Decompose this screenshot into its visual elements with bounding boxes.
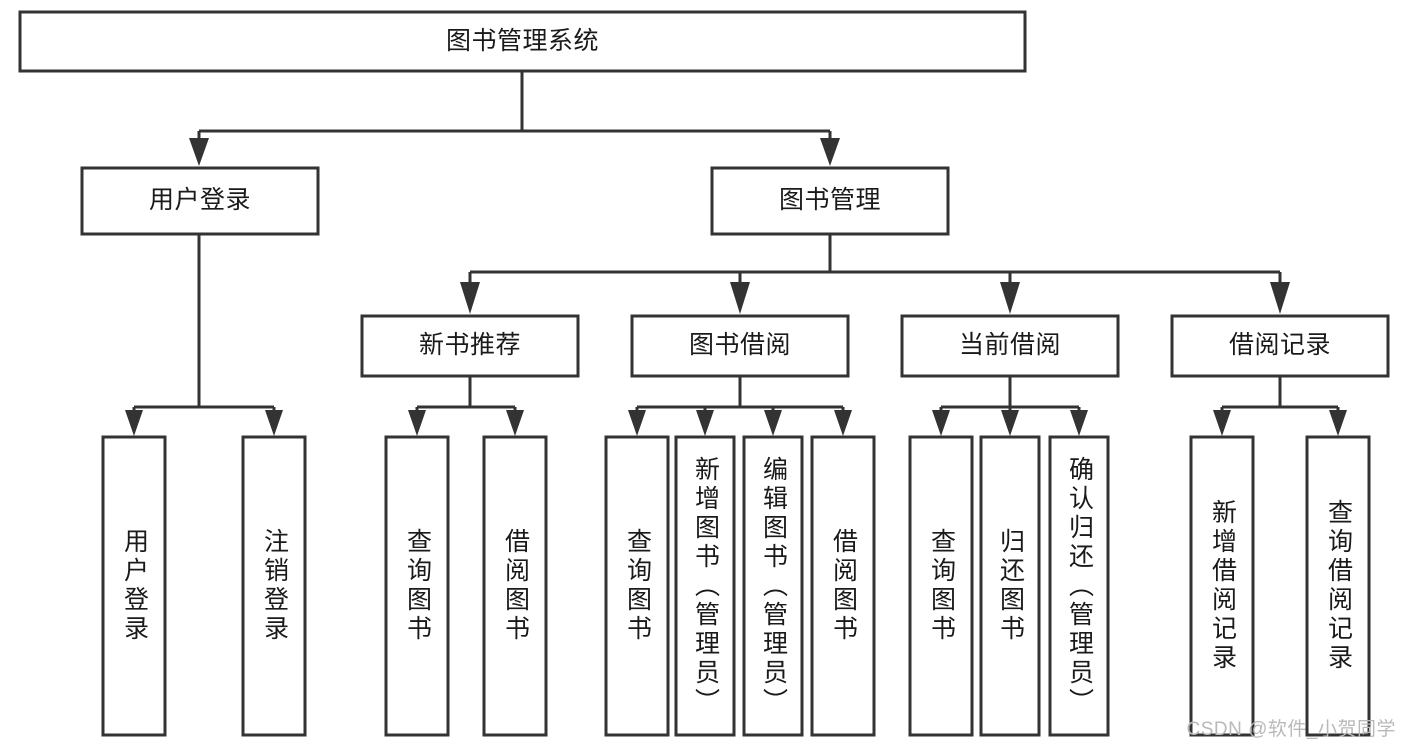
- arrow-head-current-borrow: [1000, 282, 1020, 314]
- arrow-head-leaf-confirm-return: [1070, 410, 1088, 436]
- node-box-current-borrow[interactable]: [900, 314, 1120, 378]
- arrow-head-book-borrow: [730, 282, 750, 314]
- arrow-head-leaf-return-book: [1001, 410, 1019, 436]
- arrow-head-leaf-query-book-1: [408, 410, 426, 436]
- node-box-borrow-record[interactable]: [1170, 314, 1390, 378]
- node-box-leaf-query-record[interactable]: [1305, 435, 1371, 737]
- arrow-head-leaf-user-login: [125, 410, 143, 436]
- arrow-head-leaf-borrow-book-2: [834, 410, 852, 436]
- node-box-leaf-user-login[interactable]: [101, 435, 167, 737]
- connector-new-book-recommend-to-leaves: [408, 376, 524, 436]
- arrow-head-leaf-query-book-2: [628, 410, 646, 436]
- node-box-new-book-recommend[interactable]: [360, 314, 580, 378]
- connector-book-borrow-to-leaves: [628, 376, 852, 436]
- arrow-head-leaf-user-logout: [265, 410, 283, 436]
- arrow-head-user-login: [189, 138, 209, 166]
- connector-root-to-level2: [189, 71, 840, 166]
- node-box-leaf-query-book-3[interactable]: [908, 435, 974, 737]
- connector-current-borrow-to-leaves: [932, 376, 1088, 436]
- node-box-leaf-edit-book[interactable]: [742, 435, 804, 737]
- node-box-leaf-query-book-1[interactable]: [384, 435, 450, 737]
- arrow-head-leaf-borrow-book-1: [506, 410, 524, 436]
- node-box-book-management[interactable]: [710, 166, 950, 236]
- node-box-user-login[interactable]: [80, 166, 320, 236]
- node-box-root[interactable]: [18, 10, 1027, 73]
- connector-user-login-to-leaves: [125, 234, 283, 436]
- arrow-head-borrow-record: [1270, 282, 1290, 314]
- arrow-head-leaf-add-record: [1213, 410, 1231, 436]
- node-box-leaf-user-logout[interactable]: [241, 435, 307, 737]
- node-box-leaf-confirm-return[interactable]: [1048, 435, 1110, 737]
- node-box-leaf-add-record[interactable]: [1189, 435, 1255, 737]
- node-box-book-borrow[interactable]: [630, 314, 850, 378]
- node-box-leaf-return-book[interactable]: [979, 435, 1041, 737]
- node-box-leaf-borrow-book-2[interactable]: [810, 435, 876, 737]
- arrow-head-leaf-query-book-3: [932, 410, 950, 436]
- arrow-head-new-book-recommend: [460, 282, 480, 314]
- arrow-head-leaf-edit-book: [764, 410, 782, 436]
- node-box-leaf-borrow-book-1[interactable]: [482, 435, 548, 737]
- watermark-text: CSDN @软件_小贺同学: [1186, 719, 1396, 740]
- node-box-leaf-query-book-2[interactable]: [604, 435, 670, 737]
- node-box-leaf-add-book[interactable]: [674, 435, 736, 737]
- connector-book-management-to-level3: [460, 234, 1290, 314]
- arrow-head-book-management: [820, 138, 840, 166]
- arrow-head-leaf-query-record: [1329, 410, 1347, 436]
- arrow-head-leaf-add-book: [696, 410, 714, 436]
- connector-borrow-record-to-leaves: [1213, 376, 1347, 436]
